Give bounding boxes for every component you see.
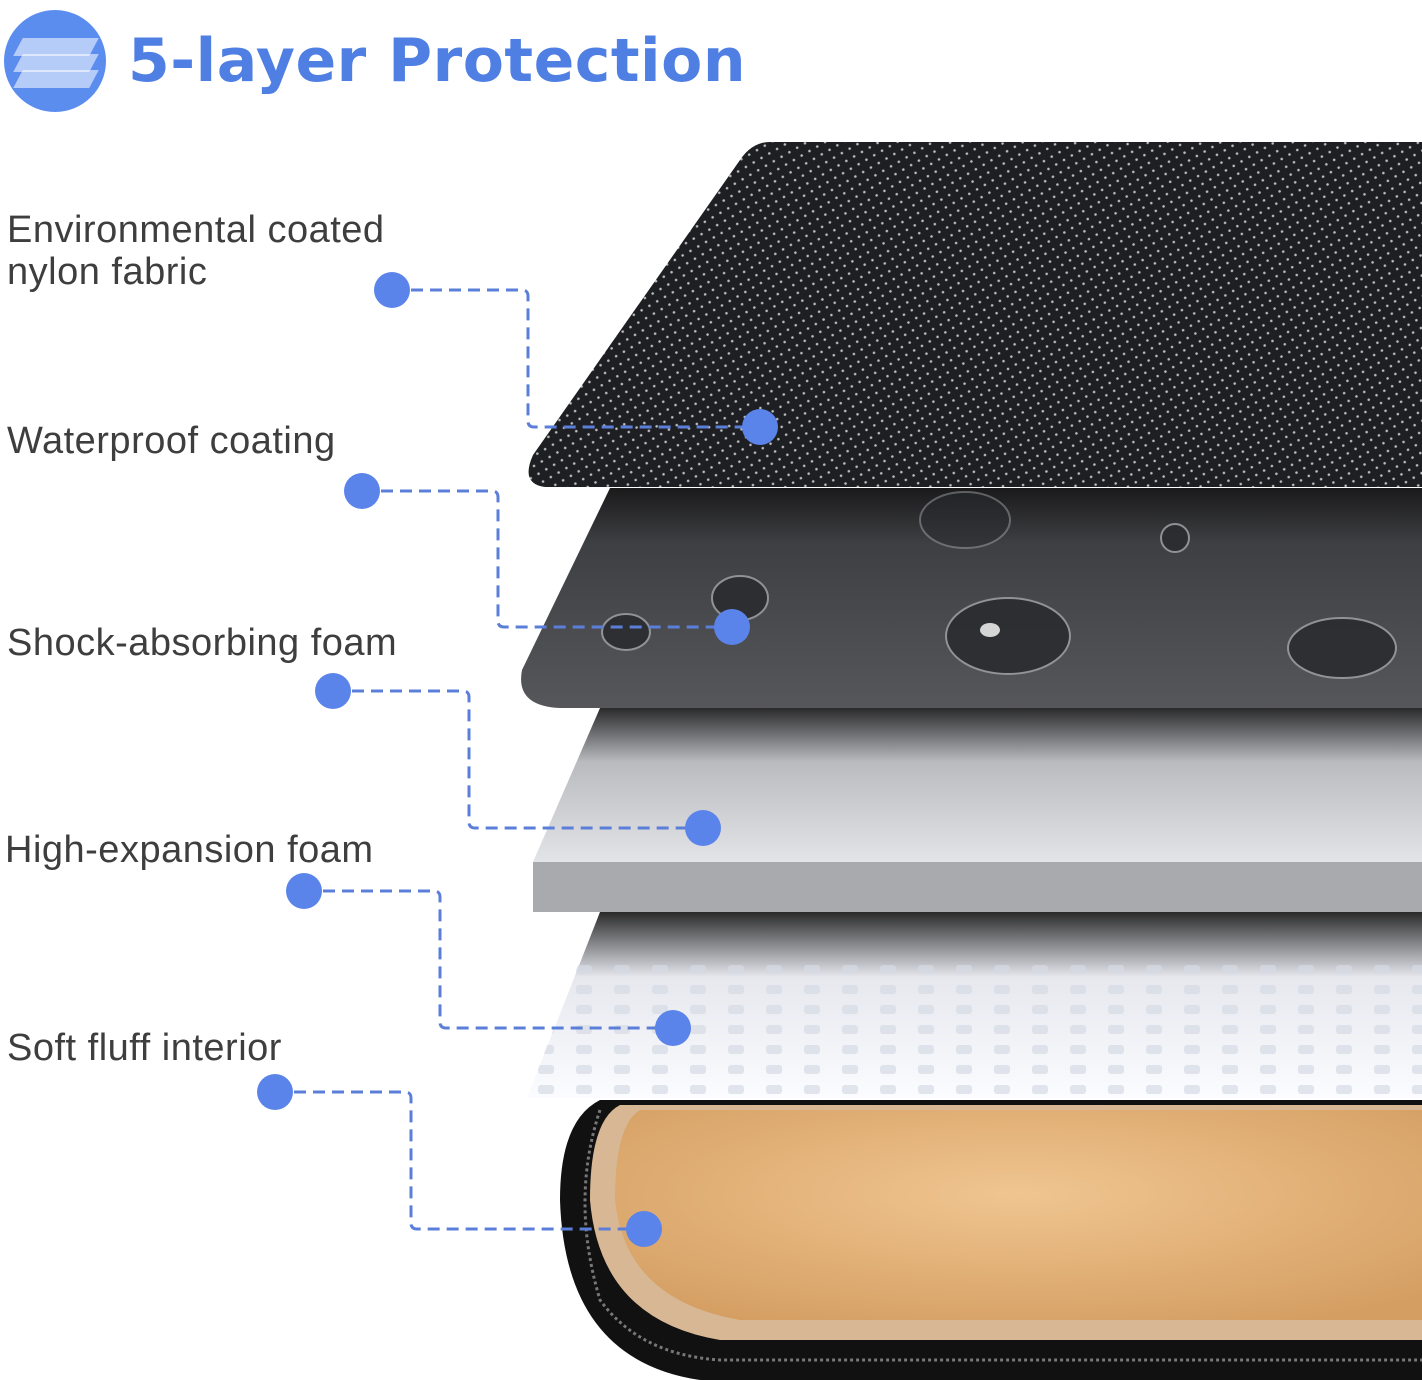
label-waterproof-coating: Waterproof coating <box>7 420 336 462</box>
label-shock-absorbing-foam: Shock-absorbing foam <box>7 622 398 664</box>
label-line: nylon fabric <box>7 251 208 293</box>
page-title: 5-layer Protection <box>128 26 747 96</box>
label-high-expansion-foam: High-expansion foam <box>5 829 374 871</box>
layers-icon <box>4 10 106 112</box>
label-line: Environmental coated <box>7 209 385 251</box>
header: 5-layer Protection <box>4 10 746 112</box>
label-soft-fluff-interior: Soft fluff interior <box>7 1027 282 1069</box>
label-nylon-fabric: Environmental coated nylon fabric <box>7 209 385 293</box>
marker-dot <box>374 272 410 308</box>
